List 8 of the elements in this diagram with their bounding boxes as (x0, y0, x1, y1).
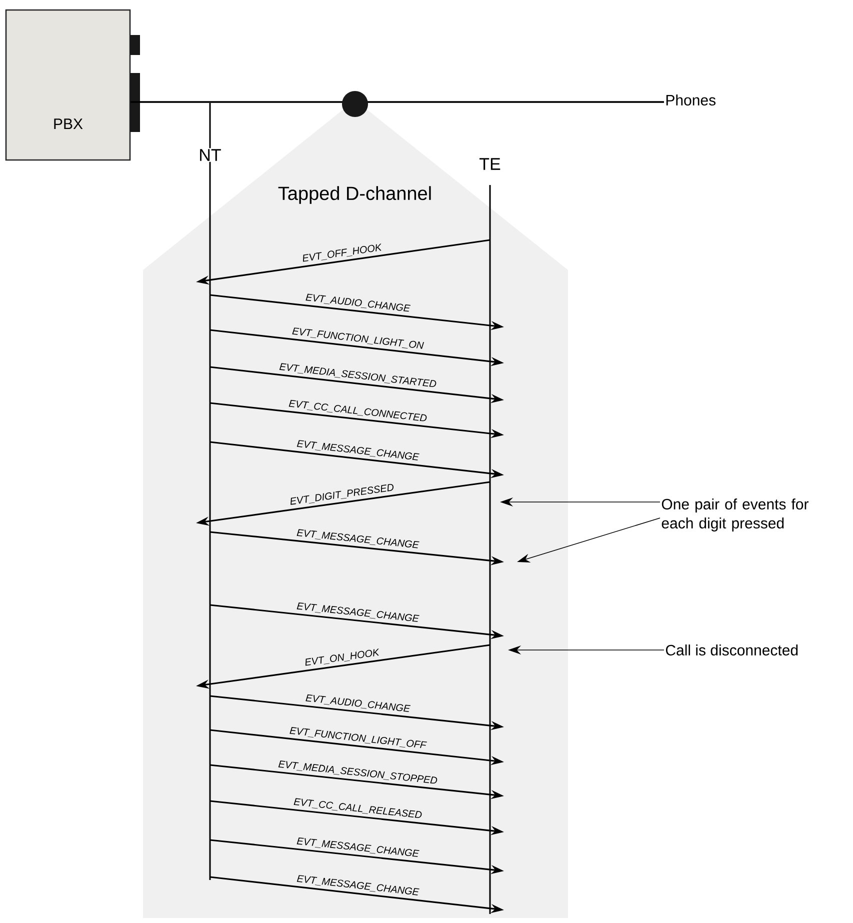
callout-text: Call is disconnected (666, 644, 798, 656)
bus-line (130, 101, 664, 103)
phones-label: Phones (666, 94, 716, 106)
lifeline: NT (198, 103, 222, 880)
lifeline: TE (480, 158, 500, 914)
callout-text: One pair of events for each digit pressed (662, 498, 808, 532)
area-label: Tapped D-channel (278, 186, 431, 204)
pbx-box: PBX (5, 9, 140, 161)
